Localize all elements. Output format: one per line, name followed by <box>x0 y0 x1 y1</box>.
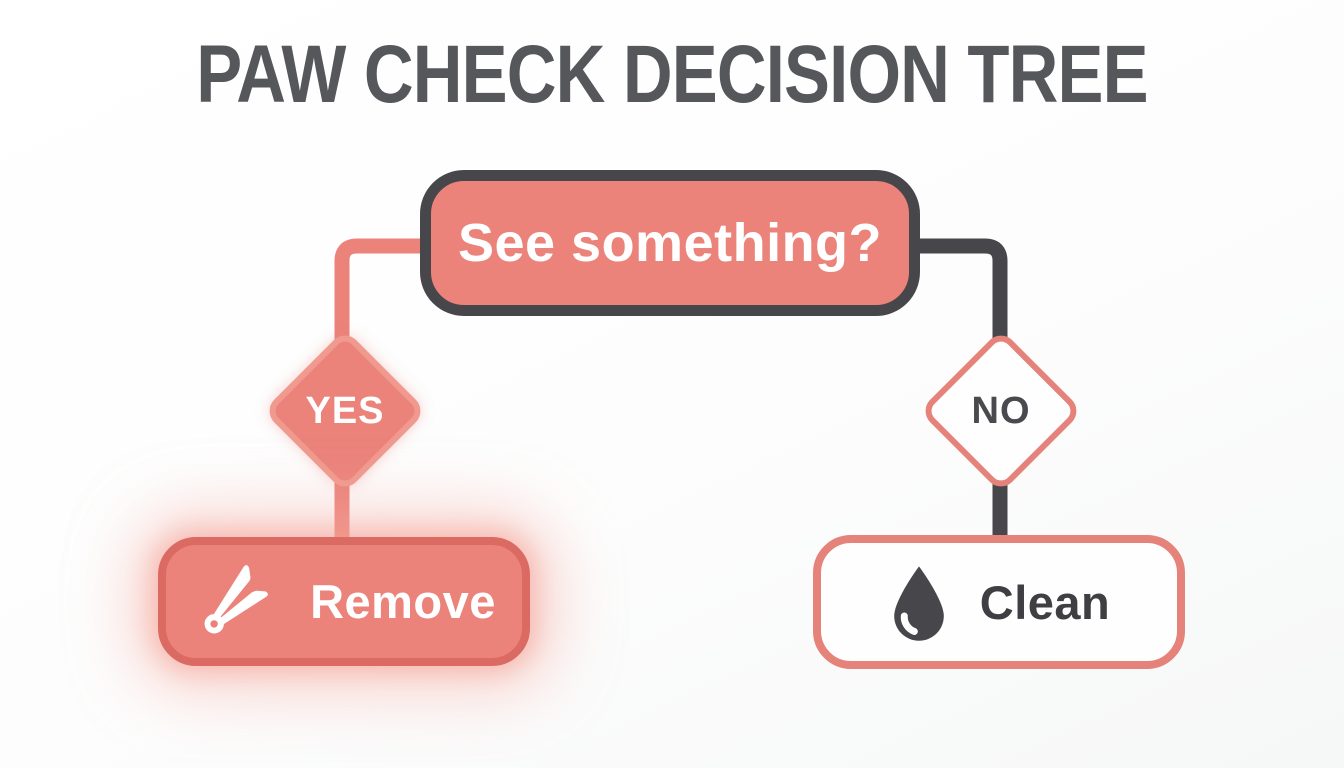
water-drop-icon <box>888 563 950 641</box>
edge-root-to-no <box>908 238 1008 356</box>
node-action-remove: Remove <box>158 537 530 666</box>
action-remove-label: Remove <box>310 575 496 628</box>
branch-no-label: NO <box>971 389 1031 432</box>
tweezers-icon <box>192 558 280 646</box>
action-clean-label: Clean <box>979 575 1111 629</box>
edge-root-to-yes <box>334 238 432 356</box>
branch-yes-label: YES <box>305 389 385 432</box>
page-title: PAW CHECK DECISION TREE <box>196 29 1148 120</box>
root-question-label: See something? <box>457 213 883 273</box>
node-root-question: See something? <box>420 170 920 316</box>
node-action-clean: Clean <box>813 535 1185 669</box>
